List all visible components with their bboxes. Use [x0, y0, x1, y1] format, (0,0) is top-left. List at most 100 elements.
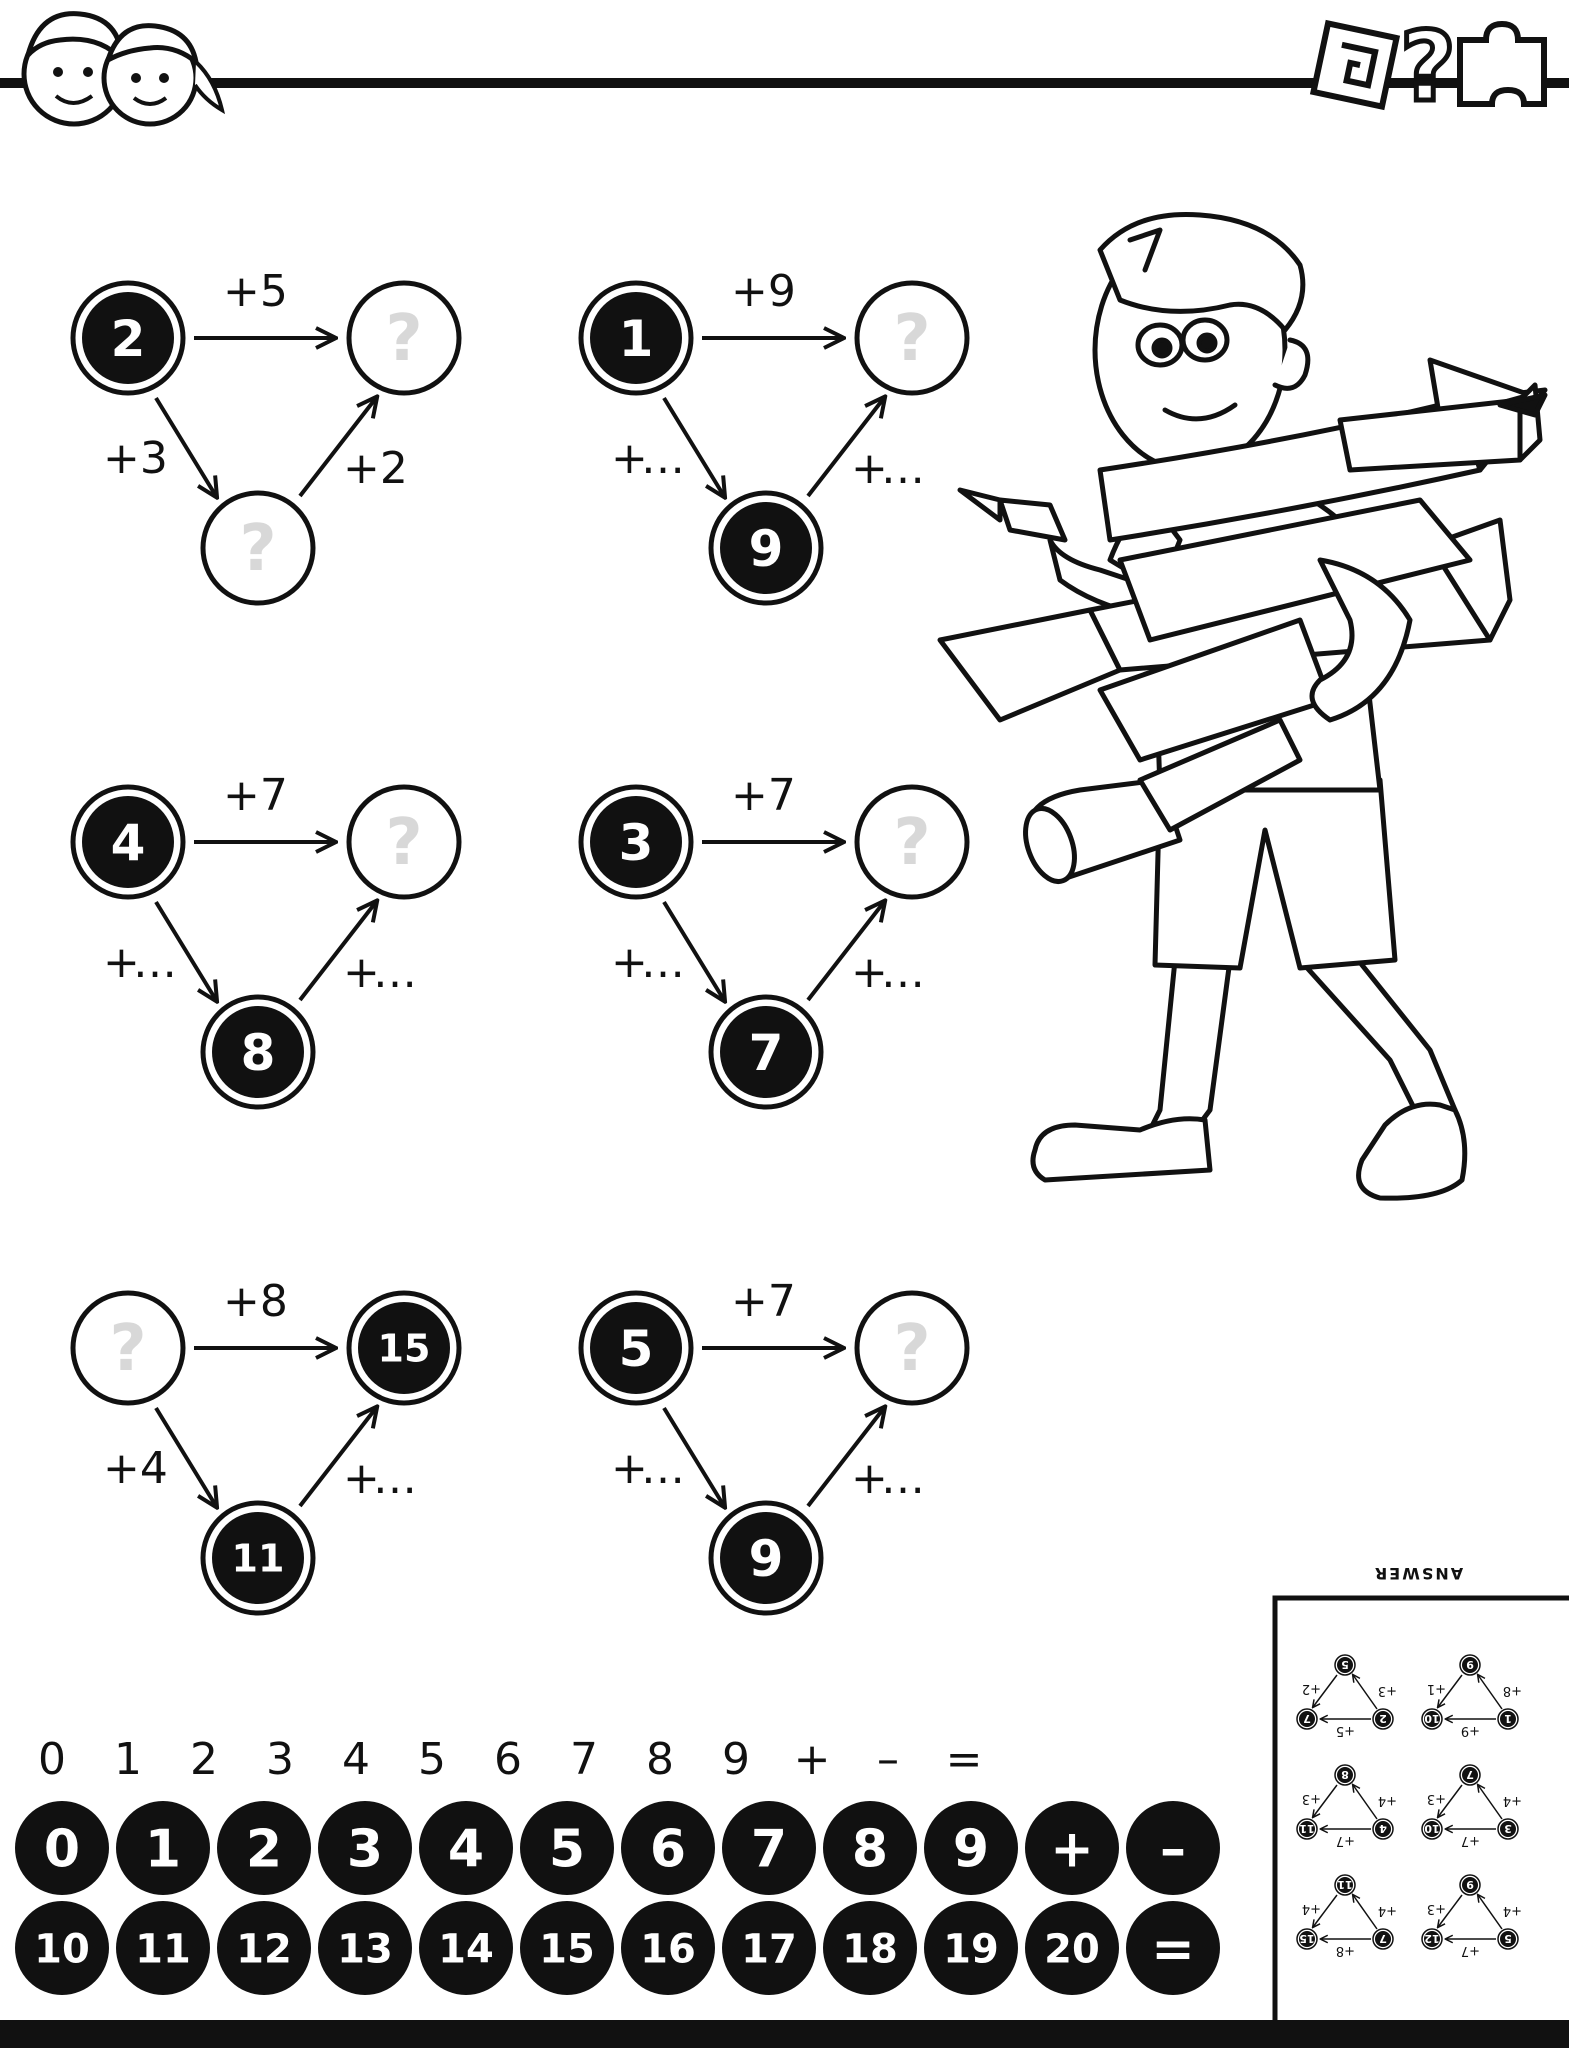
puzzle-4-top-op: +7	[731, 770, 796, 821]
answer-puzzle-6-end-value: 12	[1424, 1932, 1439, 1945]
puzzle-2-left-op-text: +	[611, 433, 648, 484]
stickerRow1-item-9-label: 9	[953, 1820, 989, 1880]
answer-puzzle-1: 275+5+3+2	[1296, 1654, 1397, 1738]
puzzle-1-middle-node-question-mark: ?	[239, 512, 276, 586]
puzzle-1-left-op-text: +3	[103, 433, 168, 484]
answer-puzzle-4-end-value: 10	[1424, 1822, 1440, 1835]
puzzle-3-end-node: ?	[346, 784, 462, 900]
puzzle-3-right-op: +…	[343, 947, 417, 998]
puzzle-5-start-node: ?	[70, 1290, 186, 1406]
stickerRow1-item-8-label: 8	[852, 1820, 888, 1880]
stickerRow1-item-7-label: 7	[751, 1820, 787, 1880]
puzzle-5-right-op-text: +	[343, 1453, 380, 1504]
kids-faces-icon	[21, 11, 226, 127]
answer-puzzle-3-end-value: 11	[1299, 1822, 1314, 1835]
answer-puzzle-5-start-value: 7	[1379, 1932, 1387, 1945]
stickerRow1-item-8: 8	[823, 1801, 917, 1895]
stickerRow1-item-9: 9	[924, 1801, 1018, 1895]
puzzle-4-right-arrow	[806, 902, 884, 1002]
symbol-7: 7	[570, 1734, 598, 1785]
puzzle-5-left-op: +4	[103, 1443, 168, 1494]
puzzle-2-right-op: +…	[851, 443, 925, 494]
stickerRow2-item-7: 17	[722, 1901, 816, 1995]
stickerRow1-item-1: 1	[116, 1801, 210, 1895]
puzzle-1-start-node-value: 2	[111, 310, 146, 368]
stickerRow1-item-2-label: 2	[246, 1820, 282, 1880]
puzzle-6-right-op-blank: …	[881, 1453, 925, 1504]
puzzle-4-left-op: +…	[611, 937, 685, 988]
stickerRow1-item-10: +	[1025, 1801, 1119, 1895]
stickerRow1-item-10-label: +	[1050, 1820, 1094, 1880]
answer-puzzle-6-top-op: +7	[1461, 1943, 1480, 1958]
stickerRow2-item-4: 14	[419, 1901, 513, 1995]
answer-puzzle-1-middle-value: 5	[1341, 1658, 1349, 1671]
answer-puzzle-1-end-value: 7	[1303, 1712, 1311, 1725]
symbol-5: 5	[418, 1734, 446, 1785]
stickerRow2-item-1-label: 11	[135, 1926, 191, 1972]
puzzle-4-middle-node: 7	[708, 994, 824, 1110]
stickerRow2-item-9: 19	[924, 1901, 1018, 1995]
answer-puzzle-5-middle-value: 11	[1337, 1878, 1352, 1891]
puzzle-1: 2??+5+3+2	[70, 266, 462, 606]
pencils-bundle	[937, 357, 1548, 884]
stickerRow2-item-3-label: 13	[337, 1926, 393, 1972]
puzzle-6-top-op-text: +7	[731, 1276, 796, 1327]
stickerRow1-item-3-label: 3	[347, 1820, 383, 1880]
stickerRow2-item-10-label: 20	[1044, 1926, 1100, 1972]
puzzle-6-left-arrow	[662, 1406, 724, 1506]
answer-puzzles: 275+5+3+21109+9+8+14118+7+4+33107+7+4+37…	[1296, 1654, 1522, 1958]
puzzle-1-start-node: 2	[70, 280, 186, 396]
puzzle-2-top-op-text: +9	[731, 266, 796, 317]
puzzle-4-start-node: 3	[578, 784, 694, 900]
puzzle-2-left-op-blank: …	[641, 433, 685, 484]
puzzle-2-middle-node: 9	[708, 490, 824, 606]
puzzle-3-start-node-value: 4	[111, 814, 146, 872]
puzzle-1-middle-node: ?	[200, 490, 316, 606]
stickerRow2-item-5-label: 15	[539, 1926, 595, 1972]
puzzle-6-right-op-text: +	[851, 1453, 888, 1504]
stickerRow2-item-7-label: 17	[741, 1926, 797, 1972]
footer-rule	[0, 2020, 1569, 2048]
puzzle-4-right-op-text: +	[851, 947, 888, 998]
answer-title: ANSWER	[1373, 1564, 1463, 1583]
puzzle-5-right-op-blank: …	[373, 1453, 417, 1504]
answer-puzzle-5-right-op: +4	[1302, 1901, 1321, 1916]
stickerRow1-item-5: 5	[520, 1801, 614, 1895]
puzzle-4-start-node-value: 3	[619, 814, 654, 872]
puzzle-3: 4?8+7+…+…	[70, 770, 462, 1110]
puzzle-question-icon: ?	[1309, 9, 1547, 126]
puzzle-1-left-op: +3	[103, 433, 168, 484]
stickerRow1-item-11-label: –	[1160, 1820, 1186, 1880]
puzzle-2-end-node: ?	[854, 280, 970, 396]
puzzle-6-left-op: +…	[611, 1443, 685, 1494]
puzzle-6: 5?9+7+…+…	[578, 1276, 970, 1616]
stickerRow1-item-6-label: 6	[650, 1820, 686, 1880]
symbol-9: 9	[722, 1734, 750, 1785]
symbol-1: 1	[114, 1734, 142, 1785]
puzzle-5-middle-node-value: 11	[232, 1537, 285, 1581]
stickerRow1-item-5-label: 5	[549, 1820, 585, 1880]
puzzle-2-left-arrow	[662, 396, 724, 496]
shorts	[1152, 777, 1398, 971]
symbol-2: 2	[190, 1734, 218, 1785]
puzzle-3-left-op-text: +	[103, 937, 140, 988]
puzzle-5-start-node-question-mark: ?	[109, 1312, 146, 1386]
puzzle-2-end-node-question-mark: ?	[893, 302, 930, 376]
stickerRow2-item-0-label: 10	[34, 1926, 90, 1972]
stickerRow2-item-0: 10	[15, 1901, 109, 1995]
puzzle-3-end-node-question-mark: ?	[385, 806, 422, 880]
puzzle-4-left-op-text: +	[611, 937, 648, 988]
svg-text:?: ?	[1400, 11, 1456, 123]
puzzle-4-top-op-text: +7	[731, 770, 796, 821]
puzzle-4-end-node: ?	[854, 784, 970, 900]
stickerRow2-item-11: =	[1126, 1901, 1220, 1995]
puzzle-3-top-op: +7	[223, 770, 288, 821]
stickerRow2-item-1: 11	[116, 1901, 210, 1995]
puzzle-3-right-arrow	[298, 902, 376, 1002]
